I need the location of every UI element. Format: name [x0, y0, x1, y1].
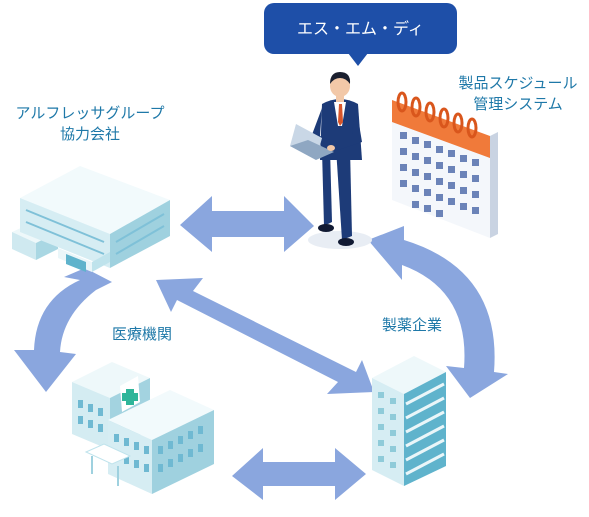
label-pharma-company: 製薬企業 [381, 316, 442, 334]
label-partner-line1: アルフレッサグループ [15, 104, 165, 122]
label-schedule-system-line1: 製品スケジュール [458, 74, 578, 92]
businessman-icon [290, 72, 372, 249]
arrow-hospital-pharma [232, 448, 366, 500]
label-partner-companies: アルフレッサグループ 協力会社 [0, 103, 180, 145]
label-schedule-system: 製品スケジュール 管理システム [450, 73, 586, 115]
calendar-icon [392, 91, 498, 238]
hospital-icon [72, 362, 214, 494]
label-partner-line2: 協力会社 [59, 125, 120, 143]
arrow-partner-hospital-curved [14, 268, 112, 392]
label-schedule-system-line2: 管理システム [473, 95, 563, 113]
label-medical-institution: 医療機関 [111, 325, 172, 343]
company-speech-bubble: エス・エム・ディ [264, 3, 457, 66]
arrow-partner-pharma [156, 278, 374, 394]
pharma-building-icon [372, 356, 446, 486]
office-building-icon [12, 166, 170, 272]
company-name: エス・エム・ディ [297, 19, 424, 38]
arrow-partner-man [180, 196, 314, 252]
arrow-man-pharma-curved [368, 226, 508, 398]
